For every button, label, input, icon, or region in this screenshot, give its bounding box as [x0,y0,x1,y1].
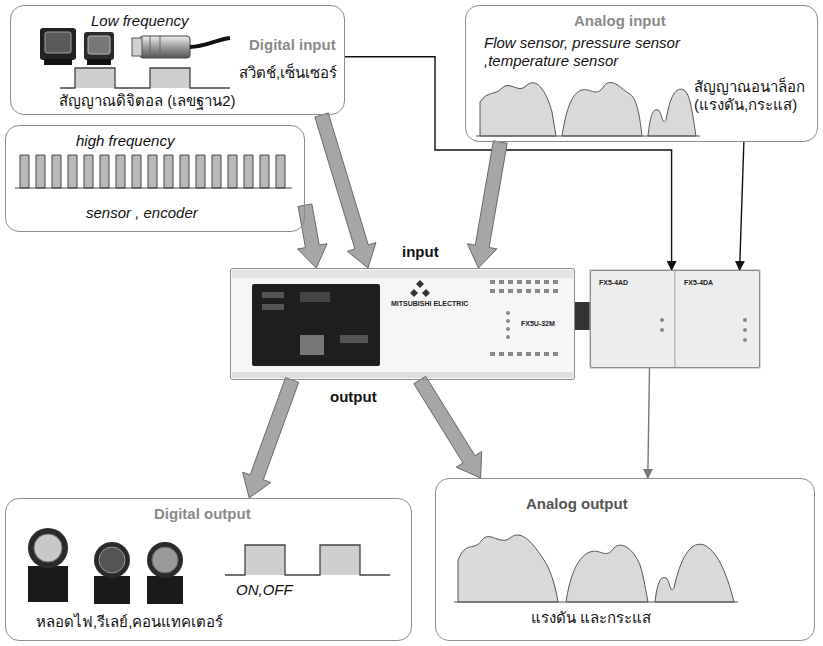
output-panel: Digital outputON,OFF หลอดไฟ,รีเลย์,คอนแทค… [5,498,412,641]
push-switch [40,28,76,65]
panel-heading: Digital input [249,36,336,54]
plc-unit: MITSUBISHI ELECTRIC FX5U-32M [230,268,575,380]
input-panel: Low frequencyDigital input สวิตช์,เซ็นเซอ… [10,5,345,115]
push-switch [84,32,114,65]
analog-waveform [454,535,738,602]
device-label: sensor , encoder [86,204,198,222]
model-label: FX5U-32M [521,320,555,328]
signal-type: Low frequency [91,12,189,30]
signal-arrow [467,141,507,268]
extension-cable [575,302,590,330]
proximity-sensor [132,36,230,58]
signal-type: high frequency [76,132,174,150]
device-label: Flow sensor, pressure sensor ,temperatur… [484,34,704,70]
signal-label: ON,OFF [236,581,293,599]
push-button [94,542,130,604]
panel-heading: Analog output [526,495,628,513]
signal-label: แรงดัน และกระแส [531,609,651,627]
analog-waveform [476,82,700,136]
model-label: FX5-4DA [684,279,713,287]
signal-line [648,368,650,478]
signal-arrow [243,378,299,498]
device-label: หลอดไฟ,รีเลย์,คอนแทคเตอร์ [36,613,223,631]
signal-line [345,57,672,270]
panel-heading: Analog input [574,12,666,30]
flow-label: input [402,243,439,261]
signal-label: สัญญาณดิจิตอล (เลขฐาน2) [59,92,236,110]
pilot-lamp [28,528,68,602]
flow-label: output [330,388,377,406]
device-label: สวิตช์,เซ็นเซอร์ [239,64,337,82]
pulse-train [15,155,292,188]
digital-waveform [60,68,230,88]
brand-mark: MITSUBISHI ELECTRIC [391,300,468,308]
expansion-module [590,270,760,368]
plc-unit [230,268,575,380]
panel-heading: Digital output [154,505,251,523]
output-panel: Analog output แรงดัน และกระแส [435,478,815,641]
signal-label: สัญญาณอนาล็อก (แรงดัน,กระแส) [694,78,812,114]
input-panel: Analog inputFlow sensor, pressure sensor… [465,5,818,142]
signal-line [740,142,744,270]
model-label: FX5-4AD [599,279,628,287]
expansion-module: FX5-4AD FX5-4DA [590,270,760,368]
signal-arrow [414,376,482,478]
input-panel: high frequency sensor , encoder [5,125,305,232]
signal-arrow [298,204,328,268]
digital-waveform [225,545,390,575]
push-button [147,542,183,604]
